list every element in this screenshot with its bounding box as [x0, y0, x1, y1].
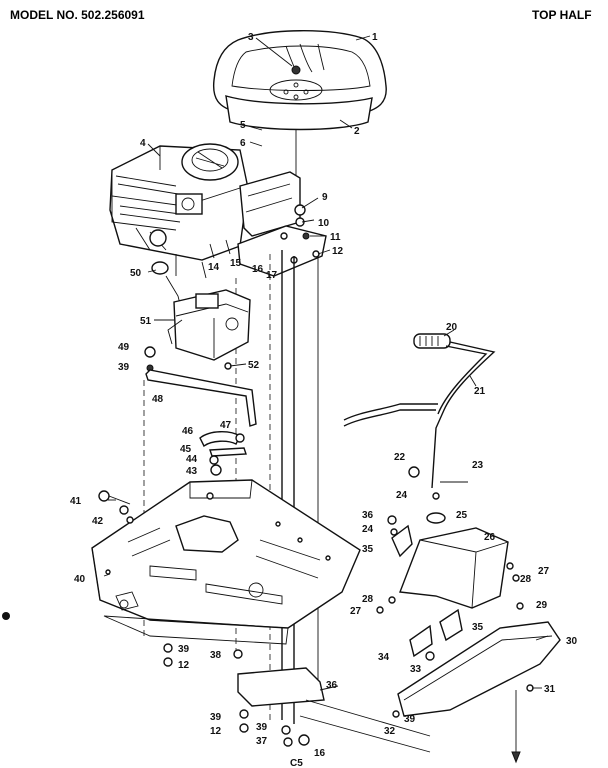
callout: 51	[140, 316, 152, 327]
callout: 48	[152, 394, 164, 405]
carburetor	[151, 261, 251, 361]
callout: 14	[208, 262, 220, 273]
callout: 40	[74, 574, 86, 585]
engine	[109, 143, 249, 279]
callout: 23	[472, 460, 484, 471]
model-number: MODEL NO. 502.256091	[10, 8, 145, 22]
section-title: TOP HALF	[532, 8, 592, 22]
handle-bar	[343, 333, 496, 489]
callout: 6	[240, 138, 246, 149]
callout: 16	[314, 748, 326, 759]
callout: 5	[240, 120, 246, 131]
callout: 52	[248, 360, 260, 371]
callout: 16	[252, 264, 264, 275]
callout: 10	[318, 218, 330, 229]
callout: 45	[180, 444, 192, 455]
callout: 26	[484, 532, 496, 543]
callout: 27	[350, 606, 362, 617]
main-frame	[91, 479, 361, 645]
callout: 41	[70, 496, 82, 507]
callout: 33	[410, 664, 422, 675]
callout: 46	[182, 426, 194, 437]
callout: 27	[538, 566, 550, 577]
seat-assembly	[212, 30, 387, 180]
callout: 42	[92, 516, 104, 527]
leader-lines	[103, 35, 549, 691]
callout: 24	[362, 524, 374, 535]
callout: 43	[186, 466, 198, 477]
callout: 39	[404, 714, 416, 725]
callout: C5	[290, 758, 303, 768]
callout: 49	[118, 342, 130, 353]
callout: 38	[210, 650, 222, 661]
front-bumper	[392, 602, 561, 718]
callout: 37	[256, 736, 268, 747]
callout: 35	[362, 544, 374, 555]
callout: 28	[362, 594, 374, 605]
callout: 3	[248, 32, 254, 43]
callout: 39	[210, 712, 222, 723]
callout: 32	[384, 726, 396, 737]
callout: 35	[472, 622, 484, 633]
callout: 34	[378, 652, 390, 663]
callout: 12	[210, 726, 222, 737]
callout: 47	[220, 420, 232, 431]
callout: 29	[536, 600, 548, 611]
callout: 25	[456, 510, 468, 521]
fender-mount	[376, 512, 520, 614]
callout: 21	[474, 386, 486, 397]
callout: 1	[372, 32, 378, 43]
callout: 15	[230, 258, 242, 269]
callout: 39	[256, 722, 268, 733]
callout-labels: 1 2 3 4 5 6 9 10 11 12 14 15 16 17 50 51…	[70, 32, 578, 768]
callout: 28	[520, 574, 532, 585]
callout: 50	[130, 268, 142, 279]
lower-plate	[237, 667, 325, 707]
callout: 31	[544, 684, 556, 695]
callout: 12	[178, 660, 190, 671]
callout: 39	[178, 644, 190, 655]
callout: 12	[332, 246, 344, 257]
callout: 24	[396, 490, 408, 501]
callout: 36	[362, 510, 374, 521]
clip-hardware	[199, 431, 247, 476]
callout: 44	[186, 454, 198, 465]
callout: 2	[354, 126, 360, 137]
callout: 22	[394, 452, 406, 463]
callout: 39	[118, 362, 130, 373]
callout: 11	[330, 232, 341, 243]
callout: 20	[446, 322, 458, 333]
callout: 17	[266, 270, 278, 281]
callout: 30	[566, 636, 578, 647]
callout: 4	[140, 138, 146, 149]
callout: 36	[326, 680, 338, 691]
throttle-link	[145, 369, 257, 427]
edge-mark	[2, 612, 10, 620]
callout: 9	[322, 192, 328, 203]
